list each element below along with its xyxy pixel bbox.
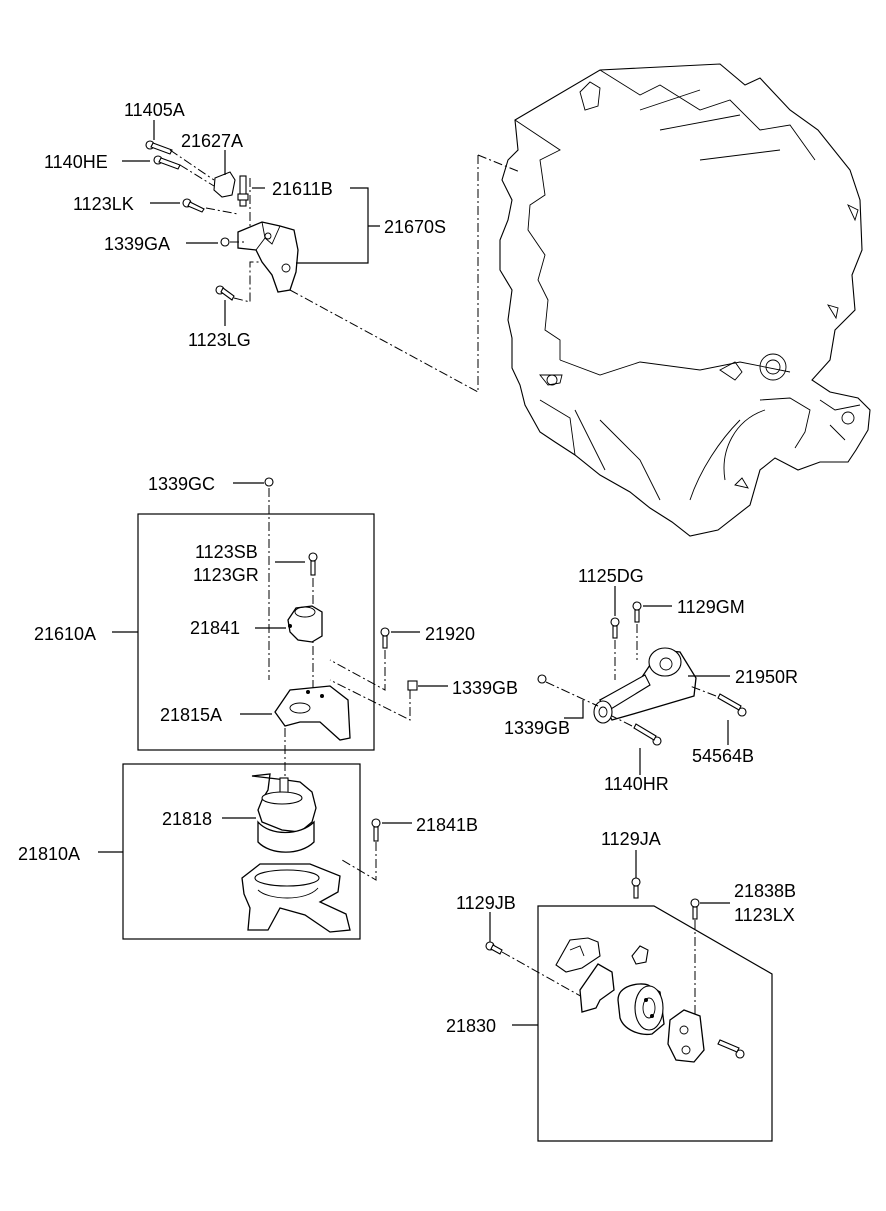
stud-21611B — [237, 175, 249, 207]
label-21627A: 21627A — [181, 131, 243, 151]
bracket-21950R-assembly — [537, 601, 747, 746]
label-21815A: 21815A — [160, 705, 222, 725]
label-21950R: 21950R — [735, 667, 798, 687]
label-1125DG: 1125DG — [578, 566, 644, 586]
bolt-1123LK — [182, 198, 205, 213]
bolt-1123LG — [215, 285, 235, 301]
label-1123GR: 1123GR — [193, 565, 259, 585]
upper-bracket-assembly — [145, 140, 299, 303]
bolt-1123SB — [308, 552, 318, 576]
clip-21627A — [213, 171, 236, 198]
lower-insulator — [241, 863, 351, 933]
bolt-21920 — [380, 627, 390, 649]
label-1140HR: 1140HR — [604, 774, 669, 794]
leader-bracket-to-engine-upper — [477, 154, 521, 392]
label-1339GB-right: 1339GB — [504, 718, 570, 738]
label-1123LG: 1123LG — [188, 330, 251, 350]
label-21920: 21920 — [425, 624, 475, 644]
label-1123LK: 1123LK — [73, 194, 134, 214]
label-21841B: 21841B — [416, 815, 478, 835]
label-1129JB: 1129JB — [456, 893, 516, 913]
cap-21841 — [287, 605, 323, 643]
bracket-21815A — [274, 685, 351, 741]
mount-21818 — [251, 773, 317, 853]
label-1339GC: 1339GC — [148, 474, 215, 494]
part-labels: 11405A 1140HE 21627A 21611B 1123LK 1339G… — [18, 100, 798, 1036]
group-box-21830 — [537, 905, 773, 1142]
label-21830: 21830 — [446, 1016, 496, 1036]
engine-block — [499, 63, 871, 537]
mount-21830-parts — [555, 937, 745, 1063]
label-1140HE: 1140HE — [44, 152, 108, 172]
label-1123SB: 1123SB — [195, 542, 258, 562]
label-1123LX: 1123LX — [734, 905, 795, 925]
nut-1339GB-left — [407, 680, 418, 691]
nut-1339GA — [220, 237, 230, 247]
bracket-21670S — [237, 221, 299, 293]
leader-bracket-to-engine-lower — [289, 289, 479, 393]
label-1129JA: 1129JA — [601, 829, 661, 849]
label-21841: 21841 — [190, 618, 240, 638]
bolt-11405A — [145, 140, 173, 155]
label-21670S: 21670S — [384, 217, 446, 237]
label-1129GM: 1129GM — [677, 597, 745, 617]
label-21810A: 21810A — [18, 844, 80, 864]
label-21610A: 21610A — [34, 624, 96, 644]
label-21838B: 21838B — [734, 881, 796, 901]
nut-1339GC — [264, 477, 274, 487]
label-21611B: 21611B — [272, 179, 333, 199]
label-11405A: 11405A — [124, 100, 185, 120]
bolt-1140HE — [153, 155, 181, 170]
label-1339GA: 1339GA — [104, 234, 170, 254]
label-21818: 21818 — [162, 809, 212, 829]
label-1339GB-left: 1339GB — [452, 678, 518, 698]
label-54564B: 54564B — [692, 746, 754, 766]
bolt-21841B — [371, 818, 381, 842]
